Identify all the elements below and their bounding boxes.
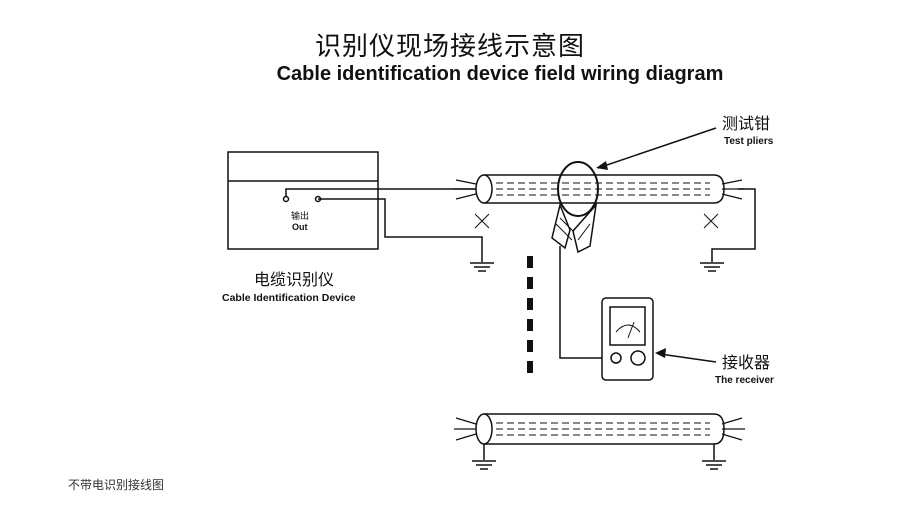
ground-symbol-lower-right [702,460,726,470]
diagram-title-zh: 识别仪现场接线示意图 [314,32,585,62]
pliers-label-zh: 测试钳 [722,114,771,133]
ground-symbol-lower-left [472,460,496,470]
receiver-unit [601,297,654,381]
identification-device-box [227,151,379,250]
output-label-zh: 输出 [291,212,310,222]
pliers-label-en: Test pliers [724,136,774,147]
output-wire-signal [285,188,478,197]
far-end-ground-wire [711,188,756,262]
open-mark-left [474,213,490,229]
cable-lower [454,413,745,445]
pliers-leader [597,127,717,169]
receiver-label-en: The receiver [715,375,774,386]
receiver-leader [659,353,717,363]
receiver-label-zh: 接收器 [722,353,771,372]
diagram-title-en: Cable identification device field wiring… [276,63,724,85]
device-label-zh: 电缆识别仪 [254,270,335,289]
open-mark-right [703,213,719,229]
pliers-receiver-wire [559,246,614,359]
test-pliers [551,161,599,254]
output-wire-ground [318,198,483,262]
ground-symbol-left [470,262,494,272]
output-label-en: Out [292,222,308,232]
image-caption: 不带电识别接线图 [68,478,165,492]
ground-symbol-right [700,262,724,272]
cable-upper [454,174,745,204]
receiver-arrowhead [655,348,666,358]
device-label-en: Cable Identification Device [222,292,356,304]
pliers-arrowhead [596,161,608,170]
